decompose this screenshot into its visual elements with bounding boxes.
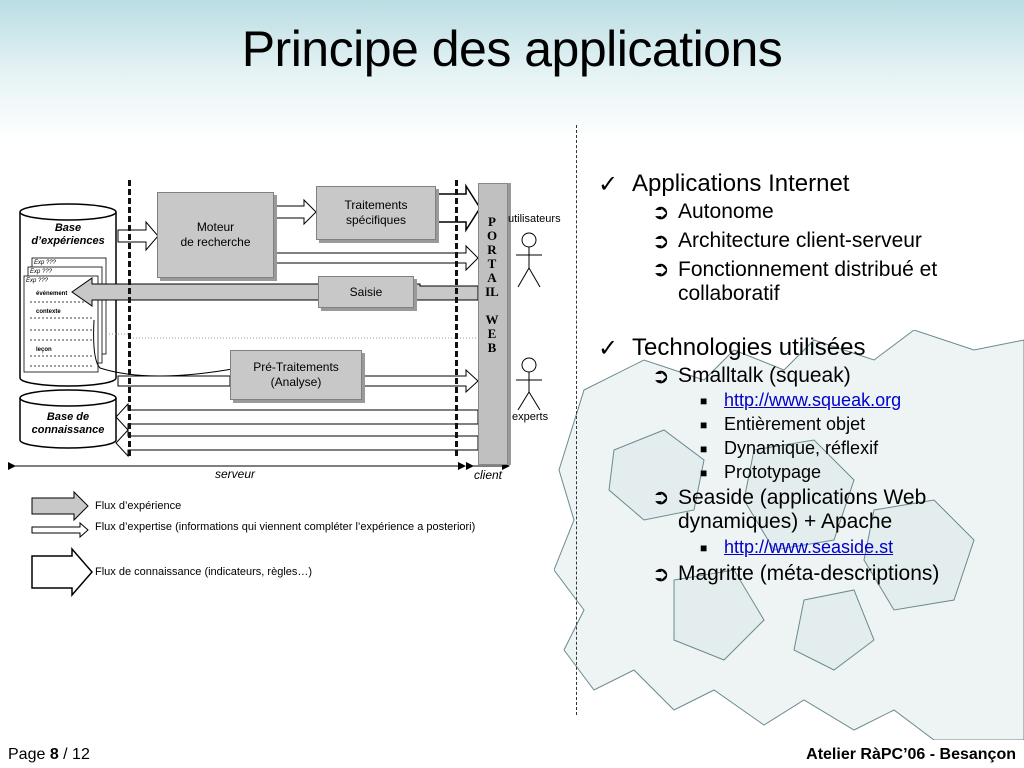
vertical-separator bbox=[576, 125, 577, 715]
checkmark-icon: ✓ bbox=[598, 171, 619, 198]
bullet-list: ✓ Applications Internet ➲ Autonome ➲ Arc… bbox=[596, 170, 1016, 586]
page-indicator: Page 8 / 12 bbox=[8, 746, 90, 763]
base-experiences-label: Base d’expériences bbox=[31, 222, 105, 247]
pretraitements-box: Pré-Traitements(Analyse) bbox=[230, 350, 362, 400]
arrow-icon: ➲ bbox=[652, 563, 670, 586]
square-bullet-icon: ■ bbox=[700, 466, 708, 480]
sub-magritte: ➲ Magritte (méta-descriptions) bbox=[652, 562, 940, 586]
doc-label-1: Exp ??? bbox=[34, 260, 57, 266]
square-bullet-icon: ■ bbox=[700, 541, 708, 555]
experience-documents bbox=[23, 257, 107, 373]
bullet-applications-internet: ✓ Applications Internet bbox=[598, 170, 850, 198]
sub-smalltalk: ➲ Smalltalk (squeak) bbox=[652, 364, 851, 388]
client-label: client bbox=[474, 468, 503, 482]
event-label: Atelier RàPC’06 - Besançon bbox=[806, 746, 1016, 763]
moteur-to-portal-arrow bbox=[275, 244, 479, 272]
arrow-icon: ➲ bbox=[652, 486, 670, 509]
legend-experience-arrow bbox=[31, 490, 89, 522]
legend-expertise-text: Flux d’expertise (informations qui vienn… bbox=[95, 521, 476, 533]
legend-expertise-arrow bbox=[31, 521, 89, 539]
slide-title: Principe des applications bbox=[241, 21, 783, 77]
pretraitements-in-arrow bbox=[117, 375, 231, 387]
bullet-technologies: ✓ Technologies utilisées bbox=[598, 334, 866, 362]
sub-seaside: ➲ Seaside (applications Web dynamiques) … bbox=[652, 486, 927, 533]
serveur-label: serveur bbox=[215, 467, 256, 481]
item-seaside-link[interactable]: ■ http://www.seaside.st bbox=[700, 537, 894, 557]
sub-architecture: ➲ Architecture client-serveur bbox=[652, 229, 922, 253]
experts-label: experts bbox=[512, 411, 549, 423]
square-bullet-icon: ■ bbox=[700, 442, 708, 456]
item-squeak-link[interactable]: ■ http://www.squeak.org bbox=[700, 390, 902, 410]
saisie-flow-arrow bbox=[71, 277, 479, 307]
portal-web-label: P O R T A IL W E B bbox=[485, 214, 499, 355]
architecture-diagram bbox=[8, 183, 542, 598]
checkmark-icon: ✓ bbox=[598, 335, 619, 362]
item-entierement-objet: ■ Entièrement objet bbox=[700, 414, 866, 434]
experts-figure bbox=[516, 357, 542, 411]
saisie-box: Saisie bbox=[318, 276, 414, 308]
knowledge-arrow-1 bbox=[115, 402, 479, 432]
arrow-icon: ➲ bbox=[652, 258, 670, 281]
left-boundary-dashed bbox=[128, 180, 131, 456]
utilisateurs-label: utilisateurs bbox=[508, 213, 561, 225]
portal-web-column bbox=[478, 183, 508, 465]
pretraitements-out-arrow bbox=[363, 368, 479, 394]
square-bullet-icon: ■ bbox=[700, 394, 708, 408]
legend-connaissance-arrow bbox=[31, 546, 93, 598]
sub-autonome: ➲ Autonome bbox=[652, 200, 774, 224]
item-prototypage: ■ Prototypage bbox=[700, 462, 822, 482]
legend-experience-text: Flux d’expérience bbox=[95, 500, 182, 512]
arrow-icon: ➲ bbox=[652, 230, 670, 253]
doc-label-3: Exp ??? bbox=[26, 278, 49, 284]
doc-field-contexte: contexte bbox=[36, 309, 61, 315]
doc-field-lecon: leçon bbox=[36, 347, 52, 353]
legend-connaissance-text: Flux de connaissance (indicateurs, règle… bbox=[95, 566, 313, 578]
knowledge-arrow-2 bbox=[115, 428, 479, 458]
base-connaissance-label: Base de connaissance bbox=[31, 411, 105, 436]
sub-fonctionnement: ➲ Fonctionnement distribué et collaborat… bbox=[652, 258, 938, 305]
right-boundary-dashed bbox=[455, 180, 458, 456]
europe-map-background bbox=[554, 330, 1024, 740]
arrow-icon: ➲ bbox=[652, 365, 670, 388]
utilisateurs-figure bbox=[516, 232, 542, 288]
feedback-curve-arrow bbox=[93, 319, 239, 377]
item-dynamique: ■ Dynamique, réflexif bbox=[700, 438, 879, 458]
doc-field-evenement: événement bbox=[36, 291, 68, 297]
traitements-to-portal-arrow bbox=[437, 183, 481, 233]
base-connaissance-cylinder bbox=[19, 389, 117, 449]
doc-label-2: Exp ??? bbox=[30, 269, 53, 275]
arrow-icon: ➲ bbox=[652, 201, 670, 224]
square-bullet-icon: ■ bbox=[700, 418, 708, 432]
traitements-input-arrow bbox=[275, 198, 317, 226]
base-to-moteur-arrow bbox=[117, 220, 159, 252]
